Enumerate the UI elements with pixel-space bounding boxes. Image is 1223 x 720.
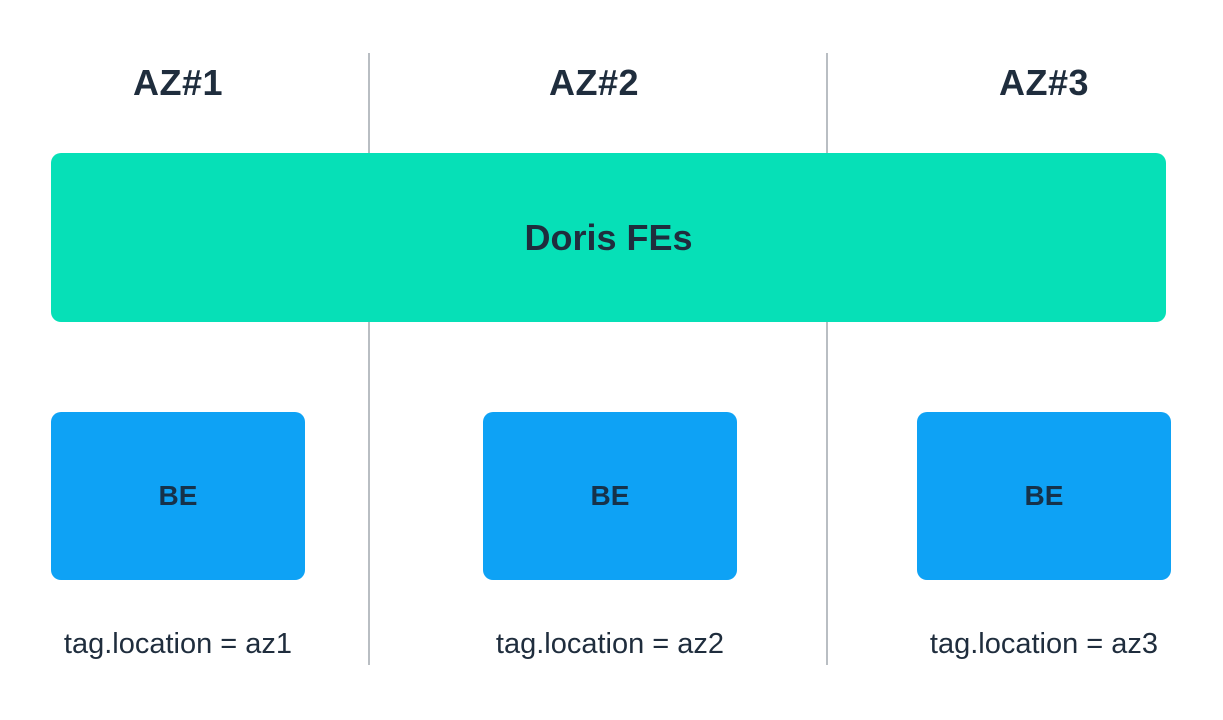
tag-location-az1: tag.location = az1: [63, 628, 293, 660]
tag-location-az3: tag.location = az3: [929, 628, 1159, 660]
doris-fe-label: Doris FEs: [524, 216, 693, 258]
be-node-label: BE: [590, 480, 630, 511]
zone-divider-line: [826, 53, 828, 665]
zone-title-az1: AZ#1: [132, 62, 224, 103]
be-node-label: BE: [158, 480, 198, 511]
zone-title-az3: AZ#3: [998, 62, 1090, 103]
zone-title-az2: AZ#2: [548, 62, 640, 103]
be-node-az2: BE: [483, 412, 737, 580]
be-node-label: BE: [1024, 480, 1064, 511]
zone-divider-line: [368, 53, 370, 665]
doris-fe-bar: Doris FEs: [51, 153, 1166, 322]
tag-location-az2: tag.location = az2: [495, 628, 725, 660]
be-node-az3: BE: [917, 412, 1171, 580]
be-node-az1: BE: [51, 412, 305, 580]
